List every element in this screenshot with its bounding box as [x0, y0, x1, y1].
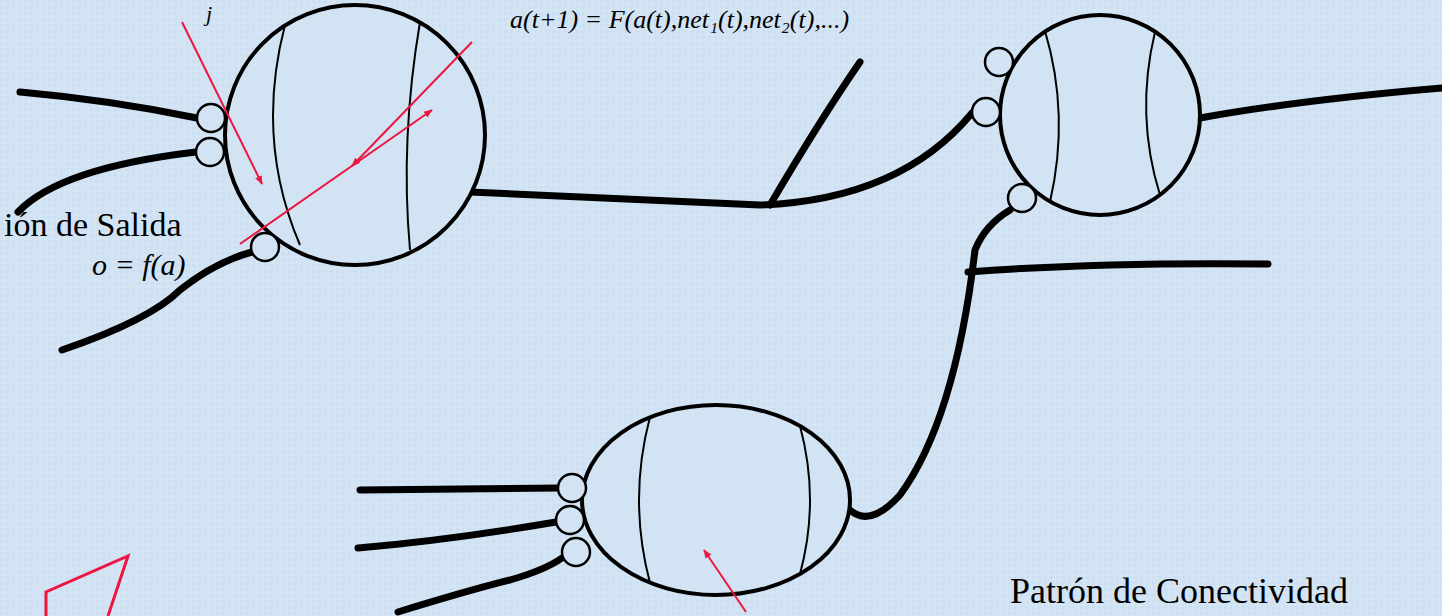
region-divider: [1045, 31, 1059, 202]
callout-arrows: [46, 22, 746, 616]
region-divider: [1146, 32, 1160, 195]
neuron-regions: [273, 22, 1160, 583]
section-label: Patrón de Conectividad: [1010, 572, 1348, 612]
neuron-body: [1000, 15, 1200, 215]
output-axon: [470, 113, 972, 205]
synapse: [558, 474, 586, 502]
synapse: [972, 98, 1000, 126]
input-axon: [398, 558, 562, 612]
synapse: [985, 48, 1013, 76]
formula-label: o = f(a): [92, 248, 186, 281]
input-axon: [18, 152, 196, 212]
leader-arrow: [704, 550, 746, 612]
function-label: ión de Salida: [4, 206, 182, 243]
input-axon: [360, 488, 560, 490]
leader-arrow: [240, 110, 432, 244]
formula-label: a(t+1) = F(a(t),net₁(t),net₂(t),...): [510, 6, 849, 35]
synapses: [196, 48, 1036, 566]
leader-arrow: [352, 42, 472, 166]
synapse: [556, 506, 584, 534]
red-outline-shape: [46, 556, 128, 616]
output-axon: [1200, 88, 1442, 118]
region-divider: [407, 22, 420, 250]
synapse: [1008, 184, 1036, 212]
synapse: [196, 138, 224, 166]
neuron-body: [225, 5, 485, 265]
region-divider: [639, 417, 650, 583]
region-divider: [800, 426, 810, 574]
leader-arrow: [182, 22, 262, 184]
neurons: [225, 5, 1200, 595]
axon-branch: [770, 62, 860, 205]
synapse: [197, 104, 225, 132]
output-axon: [850, 210, 1010, 516]
synapse: [251, 233, 279, 261]
synapse: [562, 538, 590, 566]
input-axon: [358, 522, 556, 548]
input-axon: [20, 92, 197, 118]
index-label: j: [206, 2, 212, 26]
axon-branch: [968, 264, 1268, 272]
